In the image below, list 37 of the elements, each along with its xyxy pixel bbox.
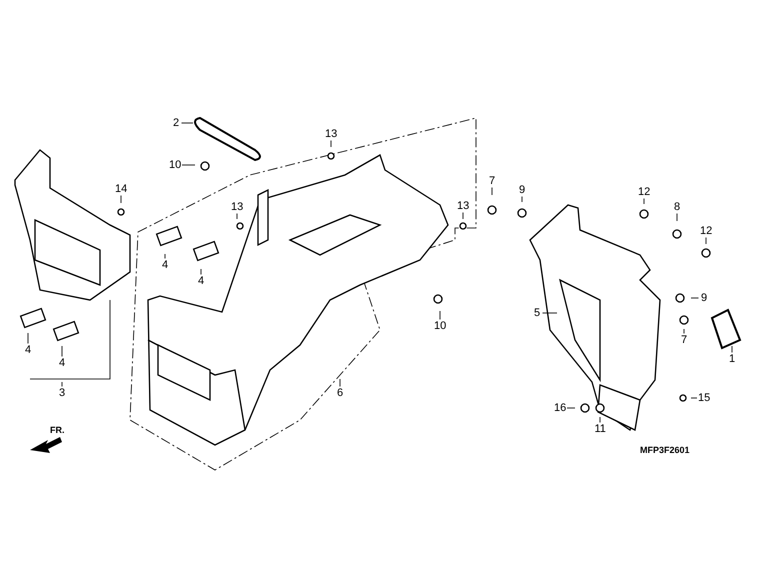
callout-number: 16 [553, 402, 568, 414]
callout-number: 9 [698, 292, 710, 304]
leader-line [330, 140, 332, 148]
callout-number: 14 [114, 182, 128, 196]
callout-number: 11 [594, 422, 607, 436]
callout-number: 7 [486, 174, 498, 188]
part-code: MFP3F2601 [640, 445, 690, 455]
leader-line [676, 213, 678, 222]
callout-number: 4 [196, 274, 206, 288]
leader-line [181, 122, 194, 124]
callout-number: 2 [170, 116, 182, 130]
direction-label: FR. [50, 425, 64, 435]
callout-number: 13 [230, 200, 244, 214]
leader-line [462, 212, 464, 220]
callout-number: 7 [678, 334, 690, 346]
callout-number: 4 [56, 356, 68, 370]
callout-number: 13 [324, 128, 338, 140]
callout-number: 10 [168, 158, 182, 172]
leader-line [236, 213, 238, 220]
leader-line [542, 312, 558, 314]
callout-number: 12 [637, 186, 652, 198]
callout-number: 6 [334, 386, 346, 400]
callout-number: 3 [56, 386, 68, 400]
callout-number: 15 [697, 392, 712, 404]
callout-number: 8 [672, 200, 682, 214]
callout-number: 4 [160, 258, 170, 272]
callout-number: 9 [516, 184, 528, 196]
leader-line [200, 268, 202, 275]
callout-number: 13 [456, 200, 470, 212]
callout-number: 5 [532, 306, 542, 320]
callout-number: 12 [699, 224, 714, 238]
callout-number: 1 [726, 352, 738, 366]
leader-line [164, 254, 166, 259]
leader-line [182, 164, 196, 166]
leader-line [120, 195, 122, 204]
callout-number: 4 [22, 344, 34, 356]
callout-number: 10 [433, 320, 448, 332]
